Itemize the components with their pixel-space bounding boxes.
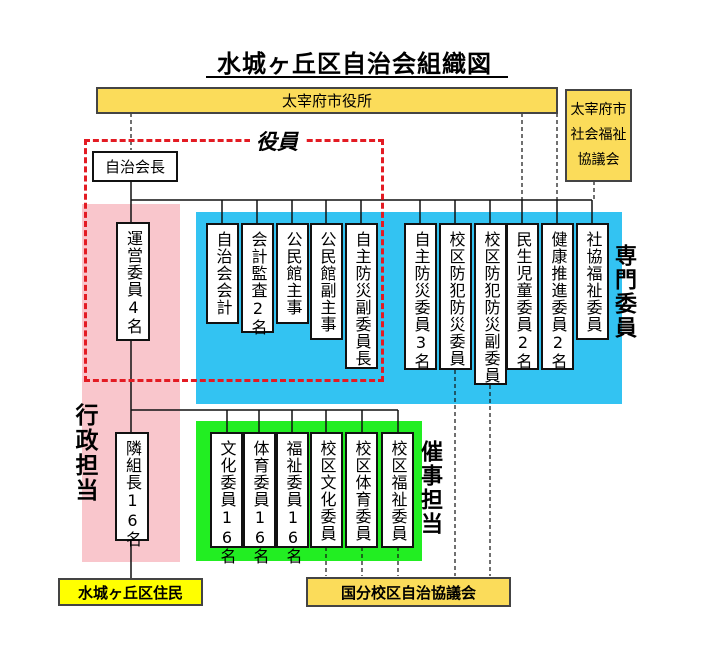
neighborhood-leaders-text: 隣組長16名 [123, 440, 142, 548]
officer-label: 公民館主事 [283, 231, 303, 316]
admin-section-label: 行政担当 [71, 403, 97, 503]
event-section-label: 催事担当 [417, 440, 442, 536]
officer-label: 公民館副主事 [317, 231, 337, 333]
specialist-box-welfare-children: 民生児童委員2名 [506, 223, 539, 370]
officer-box-hall-manager: 公民館主事 [276, 223, 309, 324]
officer-box-auditor: 会計監査2名 [241, 223, 274, 336]
specialist-label: 民生児童委員2名 [513, 231, 533, 370]
event-box-sports: 体育委員16名 [243, 432, 276, 565]
event-box-school-welfare: 校区福祉委員 [381, 432, 414, 548]
event-label: 体育委員16名 [250, 440, 270, 565]
specialist-section-label: 専門委員 [611, 244, 636, 340]
specialist-box-disaster: 自主防災委員3名 [404, 223, 437, 370]
residents-box: 水城ヶ丘区住民 [58, 578, 203, 606]
specialist-label: 自主防災委員3名 [411, 231, 431, 370]
page-title: 水城ヶ丘区自治会組織図 [217, 50, 492, 78]
officer-box-disaster-vice-chair: 自主防災副委員長 [345, 223, 378, 369]
officer-label: 自治会会計 [213, 231, 233, 316]
neighborhood-leaders-box: 隣組長16名 [115, 432, 149, 548]
welfare-council-box: 太宰府市 社会福祉 協議会 [565, 89, 632, 182]
event-label: 文化委員16名 [217, 440, 237, 565]
specialist-box-crime-disaster-deputy: 校区防犯防災副委員 [474, 223, 507, 385]
specialist-box-health: 健康推進委員2名 [541, 223, 574, 370]
event-label: 校区文化委員 [317, 440, 337, 542]
specialist-label: 校区防犯防災副委員 [481, 231, 501, 384]
welfare-council-line-3: 協議会 [577, 152, 620, 168]
chairman-box: 自治会長 [92, 151, 178, 182]
event-box-welfare: 福祉委員16名 [276, 432, 309, 565]
specialist-box-crime-disaster: 校区防犯防災委員 [439, 223, 472, 370]
school-council-box: 国分校区自治協議会 [306, 577, 511, 607]
specialist-label: 社協福祉委員 [583, 231, 603, 333]
event-label: 校区福祉委員 [388, 440, 408, 542]
title-underline [206, 76, 508, 78]
steering-committee-text: 運営委員4名 [124, 230, 143, 335]
officers-label: 役員 [250, 126, 304, 156]
event-label: 校区体育委員 [352, 440, 372, 542]
officer-box-hall-deputy: 公民館副主事 [310, 223, 343, 340]
city-office-box: 太宰府市役所 [96, 87, 558, 114]
officer-box-accountant: 自治会会計 [206, 223, 239, 324]
event-box-school-culture: 校区文化委員 [310, 432, 343, 548]
welfare-council-line-1: 太宰府市 [570, 102, 627, 118]
officer-label: 会計監査2名 [248, 231, 268, 336]
officer-label: 自主防災副委員長 [352, 231, 372, 367]
specialist-label: 健康推進委員2名 [548, 231, 568, 370]
specialist-box-social-welfare: 社協福祉委員 [576, 223, 609, 340]
specialist-label: 校区防犯防災委員 [446, 231, 466, 367]
welfare-council-line-2: 社会福祉 [570, 127, 627, 143]
event-label: 福祉委員16名 [283, 440, 303, 565]
officers-boundary [84, 139, 384, 382]
event-box-school-sports: 校区体育委員 [345, 432, 378, 548]
event-box-culture: 文化委員16名 [210, 432, 243, 565]
steering-committee-box: 運営委員4名 [116, 222, 150, 341]
